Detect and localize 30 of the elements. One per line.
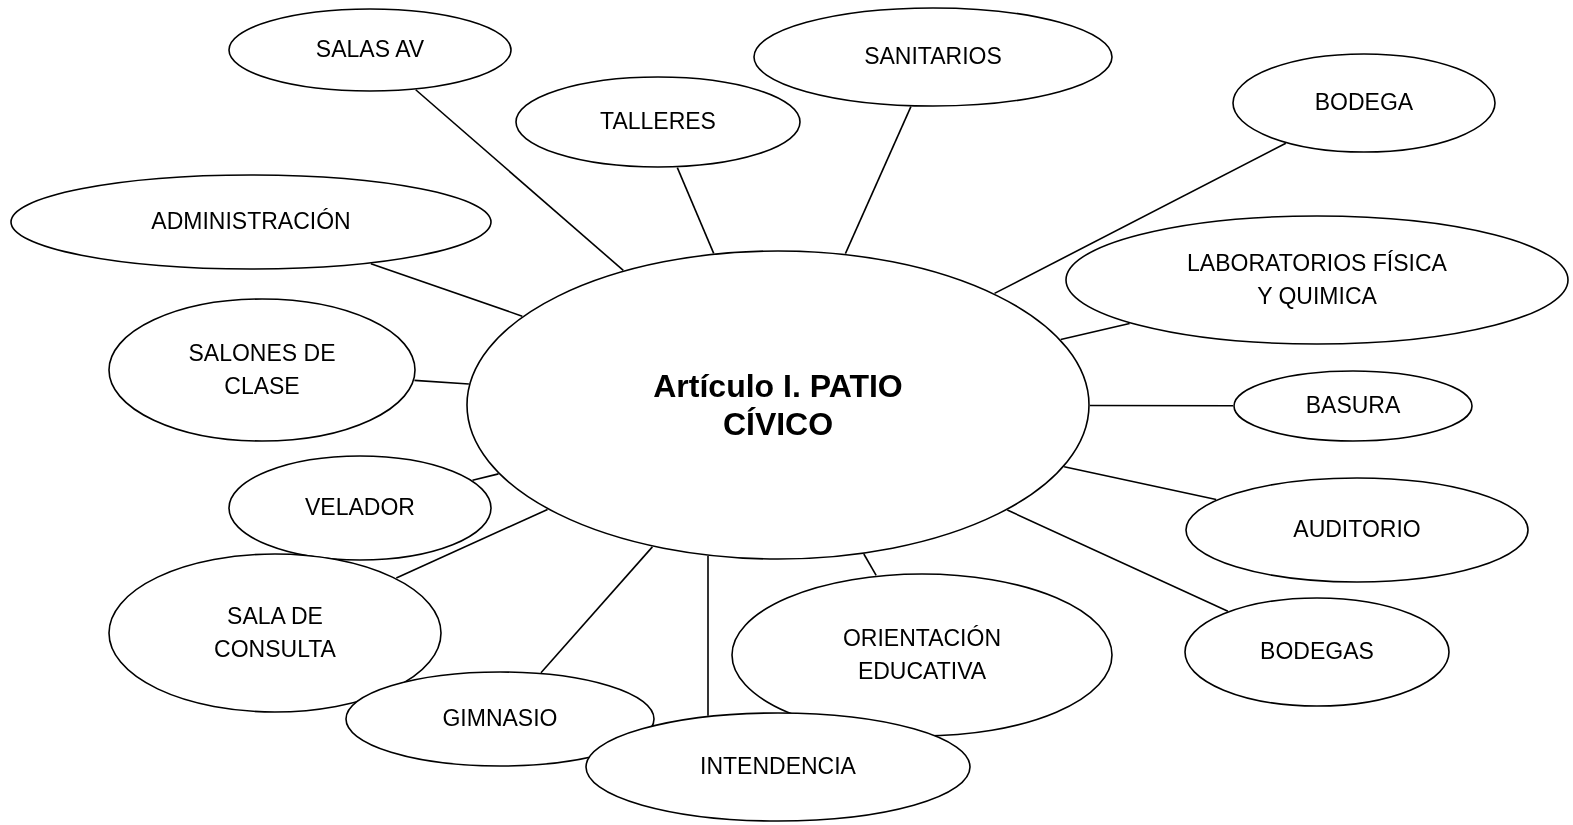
connector-line — [863, 553, 877, 577]
connector-line — [370, 262, 524, 317]
area-label: GIMNASIO — [442, 704, 558, 734]
area-label: BASURA — [1305, 391, 1401, 421]
area-label: BODEGA — [1314, 88, 1414, 118]
connector-line — [540, 546, 654, 674]
area-label: VELADOR — [305, 493, 415, 523]
connector-line — [676, 166, 715, 255]
connector-line — [844, 105, 912, 255]
area-label: SALAS AV — [315, 35, 425, 65]
central-label: Artículo I. PATIO CÍVICO — [652, 366, 904, 444]
area-label: SALONES DE CLASE — [187, 338, 337, 401]
connector-line — [471, 473, 500, 482]
area-label: ADMINISTRACIÓN — [151, 207, 351, 237]
area-label: SANITARIOS — [864, 42, 1002, 72]
area-label: AUDITORIO — [1293, 515, 1421, 545]
connector-line — [707, 555, 709, 717]
area-label: INTENDENCIA — [700, 752, 856, 782]
area-label: BODEGAS — [1260, 637, 1374, 667]
connector-line — [413, 379, 470, 385]
area-label: SALA DE CONSULTA — [213, 601, 337, 664]
connector-line — [1059, 322, 1131, 341]
area-label: TALLERES — [600, 107, 716, 137]
connector-line — [1006, 509, 1229, 612]
connector-line — [414, 88, 625, 272]
area-label: LABORATORIOS FÍSICA Y QUIMICA — [1187, 248, 1447, 311]
connector-line — [1063, 465, 1217, 501]
connector-line — [1089, 404, 1234, 407]
connector-line — [993, 142, 1287, 295]
area-label: ORIENTACIÓN EDUCATIVA — [842, 623, 1002, 686]
